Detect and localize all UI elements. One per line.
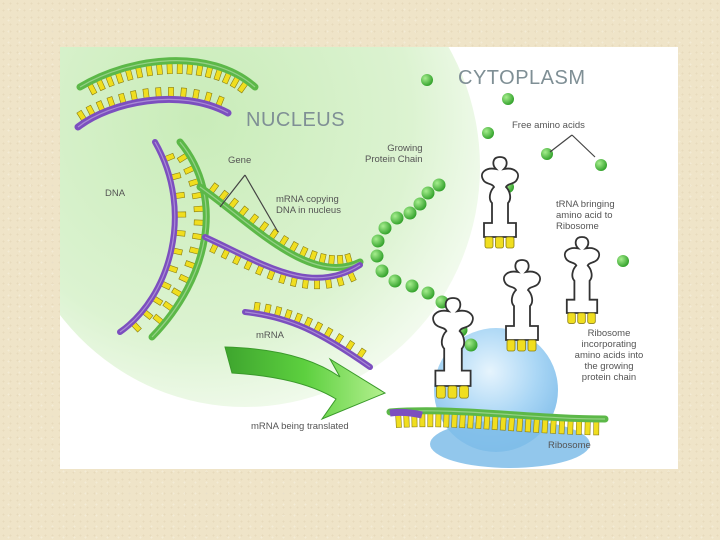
pointer-lines (219, 134, 596, 233)
mrna-translated-label: mRNA being translated (251, 421, 349, 432)
growing-chain-line-1: Growing (387, 143, 423, 154)
dna-strand-top-b (74, 87, 232, 131)
amino-acid (390, 211, 404, 225)
amino-acid (464, 338, 478, 352)
dna-strand-top-a (76, 57, 259, 96)
trna-anticodon (527, 339, 537, 352)
gene-label: Gene (228, 155, 252, 166)
backbone (74, 95, 232, 131)
protein-synthesis-illustration (60, 47, 629, 468)
backbone (196, 183, 364, 271)
growing-chain-label: Growing Protein Chain (365, 143, 423, 165)
trna-anticodon (567, 312, 576, 324)
gene-pointer-left (219, 174, 246, 208)
backbone (202, 234, 363, 281)
trna-body (563, 236, 601, 314)
trna-anticodon (459, 385, 469, 399)
amino-acid (502, 93, 514, 105)
ribosome-incorporating-line-4: the growing (584, 361, 634, 372)
backbone-highlight (77, 98, 229, 128)
amino-acid (378, 221, 392, 235)
trna-free-right (563, 236, 601, 324)
ribosome-incorporating-line-1: Ribosome (587, 328, 631, 339)
trna-anticodon (587, 312, 596, 324)
backbone (76, 57, 259, 91)
ribosome-incorporating-line-3: amino acids into (574, 350, 644, 361)
trna-line-1: tRNA bringing (556, 199, 615, 210)
amino-acid (413, 197, 427, 211)
amino-acid (421, 286, 435, 300)
amino-acid (541, 148, 553, 160)
trna-entering-ribosome (503, 259, 541, 352)
backbone-highlight (79, 60, 256, 88)
amino-acid (482, 127, 494, 139)
amino-acid (388, 274, 402, 288)
trna-line-3: Ribosome (556, 221, 599, 232)
trna-free-top (481, 156, 519, 249)
amino-acid (432, 178, 446, 192)
nucleus-title: NUCLEUS (246, 109, 346, 131)
trna-body (503, 259, 541, 341)
cytoplasm-title: CYTOPLASM (458, 67, 586, 89)
gene-pointer-right (244, 174, 279, 233)
amino-acid (421, 74, 433, 86)
ribosome-label: Ribosome (548, 440, 591, 451)
amino-acid (617, 255, 629, 267)
trna-line-2: amino acid to (556, 210, 613, 221)
trna-in-ribosome (432, 297, 474, 399)
free-amino-pointer-right (571, 134, 596, 158)
mrna-label: mRNA (256, 330, 284, 341)
mrna-strand-free (242, 301, 373, 370)
trna-anticodon (506, 339, 516, 352)
diagram-frame: CYTOPLASM NUCLEUS DNA Gene mRNA copying … (60, 47, 678, 469)
trna-label: tRNA bringing amino acid to Ribosome (556, 199, 615, 232)
trna-anticodon (505, 236, 515, 249)
ribosome-incorporating-label: Ribosome incorporating amino acids into … (565, 328, 653, 383)
gene-strand (196, 182, 364, 271)
amino-acid (370, 249, 384, 263)
amino-acid (405, 279, 419, 293)
ribosome-incorporating-line-5: protein chain (581, 372, 637, 383)
mrna-copying-label: mRNA copying DNA in nucleus (276, 194, 341, 216)
backbone-highlight (119, 141, 176, 333)
backbone-highlight (244, 311, 371, 368)
growing-chain-line-2: Protein Chain (365, 154, 423, 165)
trna-anticodon (517, 339, 526, 352)
backbone (242, 309, 373, 370)
amino-acid (403, 206, 417, 220)
trna-molecules (432, 156, 601, 399)
mrna-copy-strand (202, 234, 363, 290)
backbone-highlight (199, 186, 361, 269)
mrna-copying-line-2: DNA in nucleus (276, 205, 341, 216)
trna-anticodon (447, 385, 458, 399)
dna-label: DNA (105, 188, 126, 199)
translation-arrow (224, 346, 387, 421)
trna-anticodon (484, 236, 494, 249)
amino-acid (371, 234, 385, 248)
amino-acid (421, 186, 435, 200)
trna-body (481, 156, 519, 238)
mrna-copying-line-1: mRNA copying (276, 194, 339, 205)
amino-acid (595, 159, 607, 171)
dna-strand-lower-b (117, 139, 187, 335)
mrna-translated-start (389, 408, 423, 419)
free-amino-acids-label: Free amino acids (512, 120, 585, 131)
backbone (117, 139, 178, 335)
free-amino-pointer-left (549, 134, 573, 153)
trna-anticodon (436, 385, 446, 399)
amino-acid (375, 264, 389, 278)
trna-anticodon (577, 312, 586, 324)
nucleic-acid-strands (74, 57, 609, 436)
trna-anticodon (495, 236, 504, 249)
backbone-highlight (204, 236, 361, 279)
ribosome-incorporating-line-2: incorporating (581, 339, 637, 350)
